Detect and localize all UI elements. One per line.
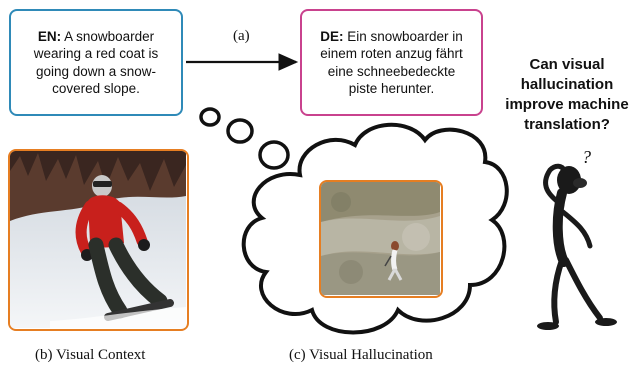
thinking-figure <box>537 163 617 330</box>
target-sentence-box: DE: Ein snowboarder in einem roten anzug… <box>300 9 483 116</box>
source-lang-label: EN: <box>37 28 62 44</box>
source-sentence: A snowboarder wearing a red coat is goin… <box>33 28 159 97</box>
question-text: Can visual hallucination improve machine… <box>505 56 629 133</box>
thought-dot-small <box>199 107 221 127</box>
target-sentence: Ein snowboarder in einem roten anzug fäh… <box>320 28 463 97</box>
visual-hallucination-image <box>319 180 443 298</box>
caption-visual-context: (b) Visual Context <box>35 347 146 363</box>
thought-dot-large <box>258 140 290 170</box>
arrow-label: (a) <box>233 28 250 44</box>
thought-dot-medium <box>226 118 254 144</box>
target-lang-label: DE: <box>320 28 344 44</box>
caption-visual-hallucination: (c) Visual Hallucination <box>289 347 433 363</box>
question-mark: ? <box>582 147 591 167</box>
source-sentence-box: EN: A snowboarder wearing a red coat is … <box>9 9 183 116</box>
visual-context-image <box>8 149 189 331</box>
